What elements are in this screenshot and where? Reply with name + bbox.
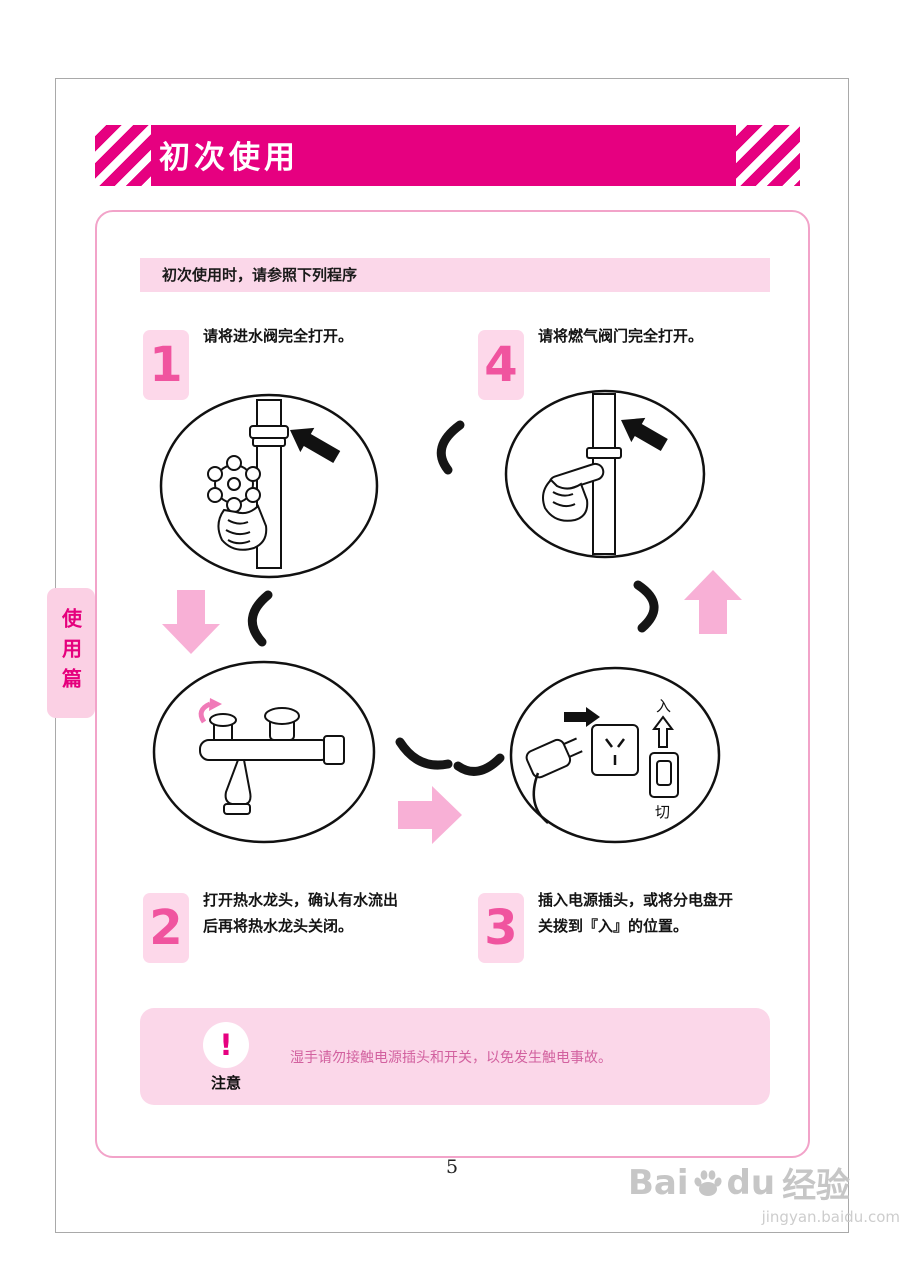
- step-2-number-tile: 2: [143, 893, 189, 963]
- plug-arrow-icon: [564, 707, 600, 727]
- section-tab-label: 使用篇: [58, 608, 83, 698]
- header-banner: 初次使用: [95, 125, 800, 186]
- power-cord: [532, 772, 549, 824]
- step-1-text: 请将进水阀完全打开。: [203, 327, 354, 345]
- flow-arrow-up-icon: [684, 570, 742, 634]
- hand: [217, 504, 268, 551]
- notice-text: 湿手请勿接触电源插头和开关，以免发生触电事故。: [290, 1050, 612, 1066]
- step-2-text: 打开热水龙头，确认有水流出 后再将热水龙头关闭。: [203, 891, 399, 935]
- intro-bar: 初次使用时，请参照下列程序: [140, 258, 770, 292]
- hand: [542, 478, 589, 522]
- switch-on-label: 入: [656, 697, 671, 715]
- step-3-number: 3: [484, 900, 518, 956]
- step-3-text: 插入电源插头，或将分电盘开 关拨到『入』的位置。: [538, 891, 734, 935]
- power-plug-illustration: 入 切: [509, 666, 721, 844]
- step-2-number: 2: [149, 900, 183, 956]
- faucet-illustration: [152, 660, 376, 844]
- step-4-number: 4: [484, 337, 518, 393]
- step-3-number-tile: 3: [478, 893, 524, 963]
- banner-stripes-right-icon: [736, 125, 800, 186]
- watermark-brand-prefix: Bai: [628, 1162, 689, 1203]
- switch-off-label: 切: [655, 803, 670, 821]
- faucet-body: [199, 707, 345, 815]
- flow-arrow-down-icon: [162, 590, 220, 654]
- page-number: 5: [445, 1156, 459, 1178]
- watermark-brand-suffix: du: [726, 1162, 776, 1203]
- section-tab-usage: 使用篇: [47, 588, 95, 718]
- watermark-url: jingyan.baidu.com: [761, 1208, 900, 1226]
- alert-icon: !: [203, 1022, 249, 1068]
- wall-outlet: [591, 724, 639, 776]
- power-plug: [525, 737, 583, 779]
- step-1-number-tile: 1: [143, 330, 189, 400]
- water-valve-illustration: [159, 393, 379, 579]
- alert-icon-glyph: !: [219, 1027, 233, 1062]
- banner-stripes-left-icon: [95, 125, 151, 186]
- watermark-brand: Bai du 经验: [628, 1158, 900, 1207]
- step-4-number-tile: 4: [478, 330, 524, 400]
- notice-label: 注意: [210, 1074, 241, 1092]
- step-1-number: 1: [149, 337, 183, 393]
- breaker-switch: [649, 752, 679, 798]
- watermark-brand-cn: 经验: [782, 1166, 851, 1206]
- flow-arrow-right-icon: [398, 786, 462, 844]
- turn-arrow-icon: [290, 427, 341, 464]
- watermark: Bai du 经验 jingyan.baidu.com: [628, 1158, 900, 1227]
- paw-icon: [693, 1169, 722, 1196]
- page-title: 初次使用: [159, 139, 299, 176]
- up-arrow-icon: [652, 715, 674, 748]
- turn-arrow-icon: [621, 417, 668, 452]
- rotate-arrow-icon: [198, 698, 222, 724]
- valve-handwheel: [207, 455, 261, 513]
- gas-valve-illustration: [504, 389, 706, 559]
- step-4-text: 请将燃气阀门完全打开。: [538, 327, 704, 345]
